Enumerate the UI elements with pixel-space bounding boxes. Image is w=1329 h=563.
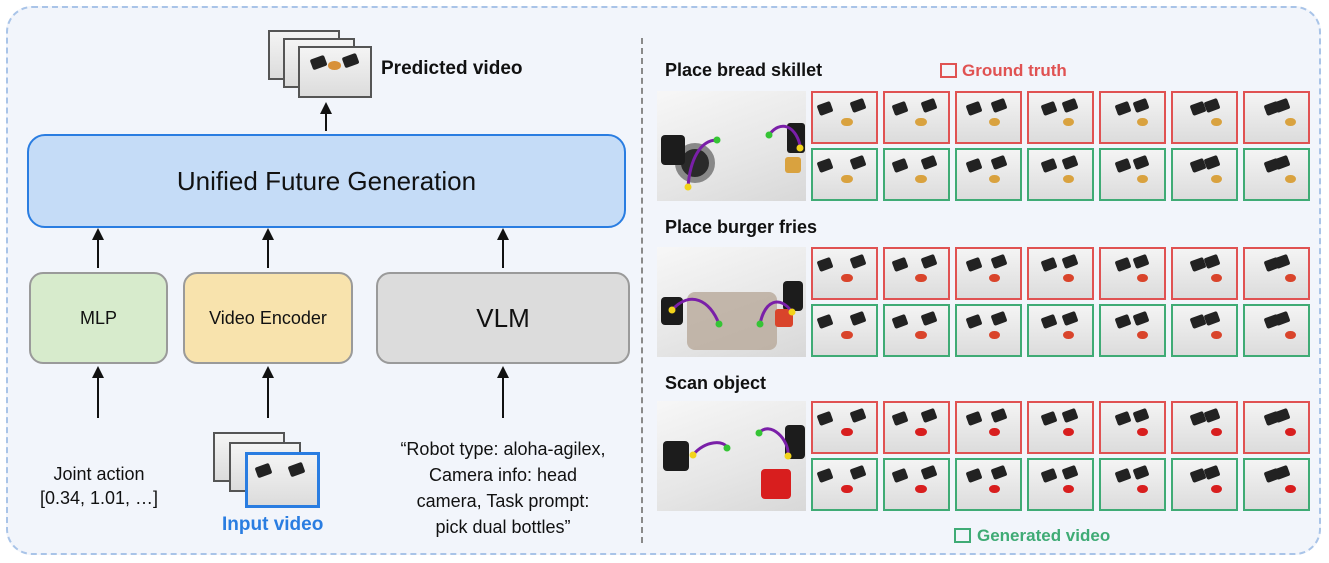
generated-frame (883, 304, 950, 357)
generated-frame (811, 148, 878, 201)
trajectory-3b (757, 427, 790, 457)
generated-frame (1027, 304, 1094, 357)
ground-truth-frame (811, 401, 878, 454)
scene-image-1 (657, 91, 806, 201)
generated-frame (955, 148, 1022, 201)
generated-frame (1243, 458, 1310, 511)
panel-divider (641, 38, 643, 543)
generated-frame (1099, 148, 1166, 201)
traj-point (713, 136, 721, 144)
ground-truth-frame (883, 401, 950, 454)
prompt-line-2: Camera info: head (428, 465, 578, 485)
ground-truth-frame (1243, 247, 1310, 300)
row-title-1: Place bread skillet (665, 60, 823, 80)
generated-frame (883, 148, 950, 201)
traj-point (689, 451, 697, 459)
traj-point (788, 308, 796, 316)
traj-point (765, 131, 773, 139)
generated-frame (1099, 458, 1166, 511)
ground-truth-frame (955, 91, 1022, 144)
vlm-label: VLM (476, 302, 530, 333)
traj-point (796, 144, 804, 152)
vlm-block: VLM (376, 272, 630, 364)
ground-truth-frame (955, 247, 1022, 300)
joint-action-line2: [0.34, 1.01, …] (39, 488, 159, 508)
generated-frame (1099, 304, 1166, 357)
traj-point (755, 429, 763, 437)
legend-gen-label: Generated video (977, 526, 1111, 545)
legend-gt-swatch (940, 63, 957, 78)
traj-point (756, 320, 764, 328)
predicted-video-label: Predicted video (381, 58, 523, 79)
prompt-line-1: “Robot type: aloha-agilex, (400, 439, 606, 459)
ground-truth-frame (1027, 247, 1094, 300)
joint-action-text: Joint action [0.34, 1.01, …] (20, 462, 178, 510)
trajectory-3a (691, 441, 729, 457)
ground-truth-frame (1243, 401, 1310, 454)
traj-point (784, 452, 792, 460)
legend-gt-label: Ground truth (962, 61, 1067, 80)
trajectory-2a (670, 297, 721, 325)
traj-point (668, 306, 676, 314)
trajectory-1a (686, 138, 718, 188)
generated-frame (1027, 148, 1094, 201)
input-video-label: Input video (222, 514, 324, 535)
ground-truth-frame (1171, 91, 1238, 144)
row-title-3: Scan object (665, 373, 767, 393)
mlp-block: MLP (29, 272, 168, 364)
trajectory-1b (767, 124, 802, 146)
video-encoder-block: Video Encoder (183, 272, 353, 364)
generated-frame (1171, 458, 1238, 511)
ground-truth-frame (1171, 401, 1238, 454)
joint-action-line1: Joint action (53, 464, 145, 484)
ground-truth-frame (1099, 401, 1166, 454)
prompt-line-3: camera, Task prompt: (416, 491, 590, 511)
generated-frame (1171, 304, 1238, 357)
ground-truth-frame (1027, 401, 1094, 454)
task-prompt-text: “Robot type: aloha-agilex, Camera info: … (365, 436, 641, 540)
ground-truth-frame (883, 91, 950, 144)
generated-frame (955, 458, 1022, 511)
ground-truth-frame (1099, 247, 1166, 300)
traj-point (684, 183, 692, 191)
generated-frame (1243, 148, 1310, 201)
video-encoder-label: Video Encoder (209, 307, 327, 328)
ground-truth-frame (811, 247, 878, 300)
unified-future-generation-block: Unified Future Generation (27, 134, 626, 228)
traj-point (715, 320, 723, 328)
prompt-line-4: pick dual bottles” (435, 517, 571, 537)
ground-truth-frame (883, 247, 950, 300)
ground-truth-frame (1171, 247, 1238, 300)
trajectory-2b (758, 300, 794, 325)
ufg-label: Unified Future Generation (176, 165, 477, 196)
generated-frame (1243, 304, 1310, 357)
generated-frame (811, 304, 878, 357)
generated-frame (955, 304, 1022, 357)
scene-image-3 (657, 401, 806, 511)
ground-truth-frame (955, 401, 1022, 454)
row-title-2: Place burger fries (665, 217, 818, 237)
ground-truth-frame (811, 91, 878, 144)
ground-truth-frame (1099, 91, 1166, 144)
generated-frame (811, 458, 878, 511)
ground-truth-frame (1027, 91, 1094, 144)
generated-frame (1027, 458, 1094, 511)
traj-point (723, 444, 731, 452)
mlp-label: MLP (79, 307, 117, 328)
ground-truth-frame (1243, 91, 1310, 144)
legend-gen-swatch (954, 528, 971, 543)
generated-frame (1171, 148, 1238, 201)
generated-frame (883, 458, 950, 511)
